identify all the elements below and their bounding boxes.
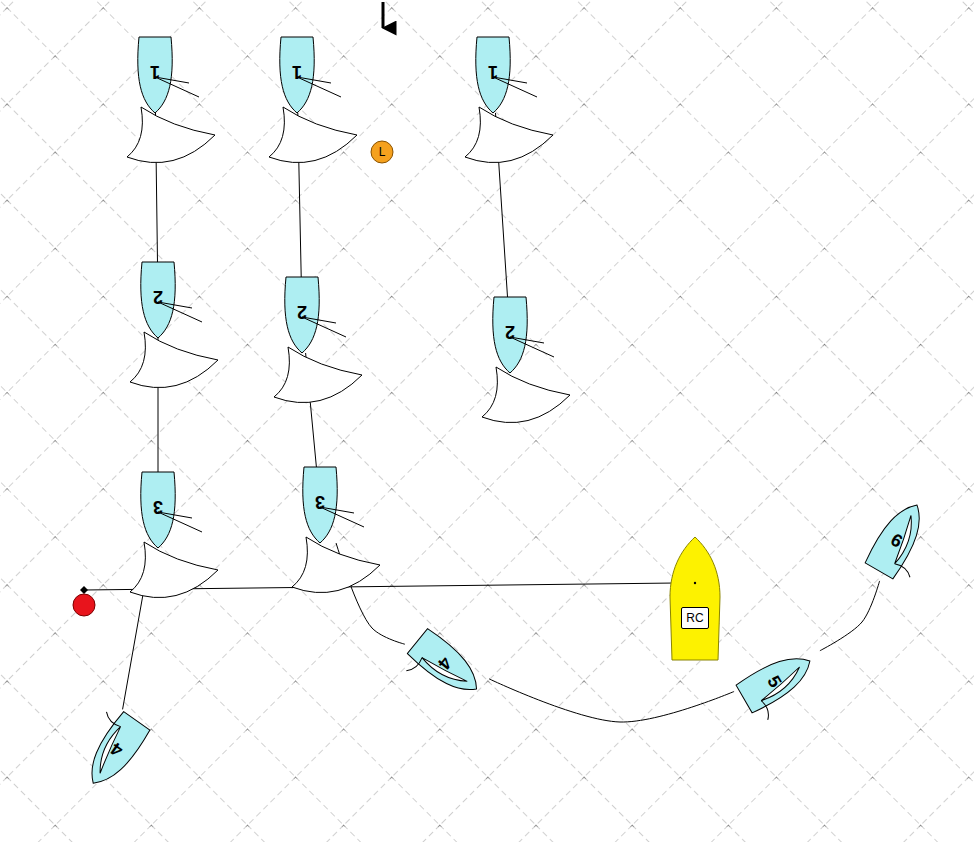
spinnaker: [127, 107, 215, 163]
boom: [320, 507, 364, 527]
boat-number: 1: [150, 63, 160, 81]
boat-hull: 2: [282, 277, 322, 353]
mark-label: L: [379, 146, 386, 158]
hull-outline: [407, 628, 488, 703]
hull-outline: [493, 297, 527, 373]
boom: [297, 77, 341, 97]
boat-hull: 1: [473, 37, 513, 113]
boat-number: 3: [315, 493, 325, 511]
boat-hull: 3: [138, 472, 178, 548]
hull-outline: [476, 37, 510, 113]
mark-circle: [371, 141, 393, 163]
rc-hull: [670, 537, 720, 660]
hull-outline: [79, 711, 151, 793]
boom: [493, 77, 537, 97]
sheet: [893, 563, 913, 578]
spinnaker: [482, 367, 570, 423]
hull-outline: [735, 646, 818, 714]
line-end: [80, 586, 88, 594]
pin-mark: [73, 594, 95, 616]
spinnaker: [465, 107, 553, 163]
boat-hull: 1: [135, 37, 175, 113]
boom: [510, 337, 554, 357]
boat-hull: 2: [490, 297, 530, 373]
rc-dot: [694, 581, 696, 583]
boat-number: 2: [297, 303, 307, 321]
hull-outline: [141, 472, 175, 548]
course-mark: L: [370, 140, 394, 164]
wind-arrow: [382, 2, 385, 28]
boat-hull: 3: [300, 467, 340, 543]
mainsail: [91, 726, 129, 774]
spinnaker: [274, 347, 362, 403]
boat-hull: 2: [138, 262, 178, 338]
boat-hull: 1: [277, 37, 317, 113]
track-line: [820, 581, 880, 651]
spinnaker: [269, 107, 357, 163]
spinnaker: [130, 542, 218, 598]
hull-outline: [141, 262, 175, 338]
rc-label: RC: [681, 607, 708, 629]
boom: [158, 512, 202, 532]
boat-number: 2: [153, 288, 163, 306]
boat-number: 3: [153, 498, 163, 516]
hull-outline: [285, 277, 319, 353]
boom: [302, 317, 346, 337]
boat-number: 1: [292, 63, 302, 81]
hull-outline: [280, 37, 314, 113]
hull-outline: [138, 37, 172, 113]
sheet: [103, 712, 122, 728]
boom: [155, 77, 199, 97]
boom: [158, 302, 202, 322]
mainsail: [756, 667, 805, 702]
track-line: [489, 679, 734, 722]
boat-number: 1: [488, 63, 498, 81]
rc-shape: [670, 537, 720, 660]
sheet: [758, 700, 773, 720]
hull-outline: [864, 496, 932, 579]
sheet: [406, 655, 423, 674]
committee-boat: RC: [670, 537, 720, 660]
mainsail: [886, 515, 921, 564]
spinnaker: [130, 332, 218, 388]
boat-number: 2: [505, 323, 515, 341]
mainsail: [421, 650, 467, 691]
hull-outline: [303, 467, 337, 543]
spinnaker: [292, 537, 380, 593]
